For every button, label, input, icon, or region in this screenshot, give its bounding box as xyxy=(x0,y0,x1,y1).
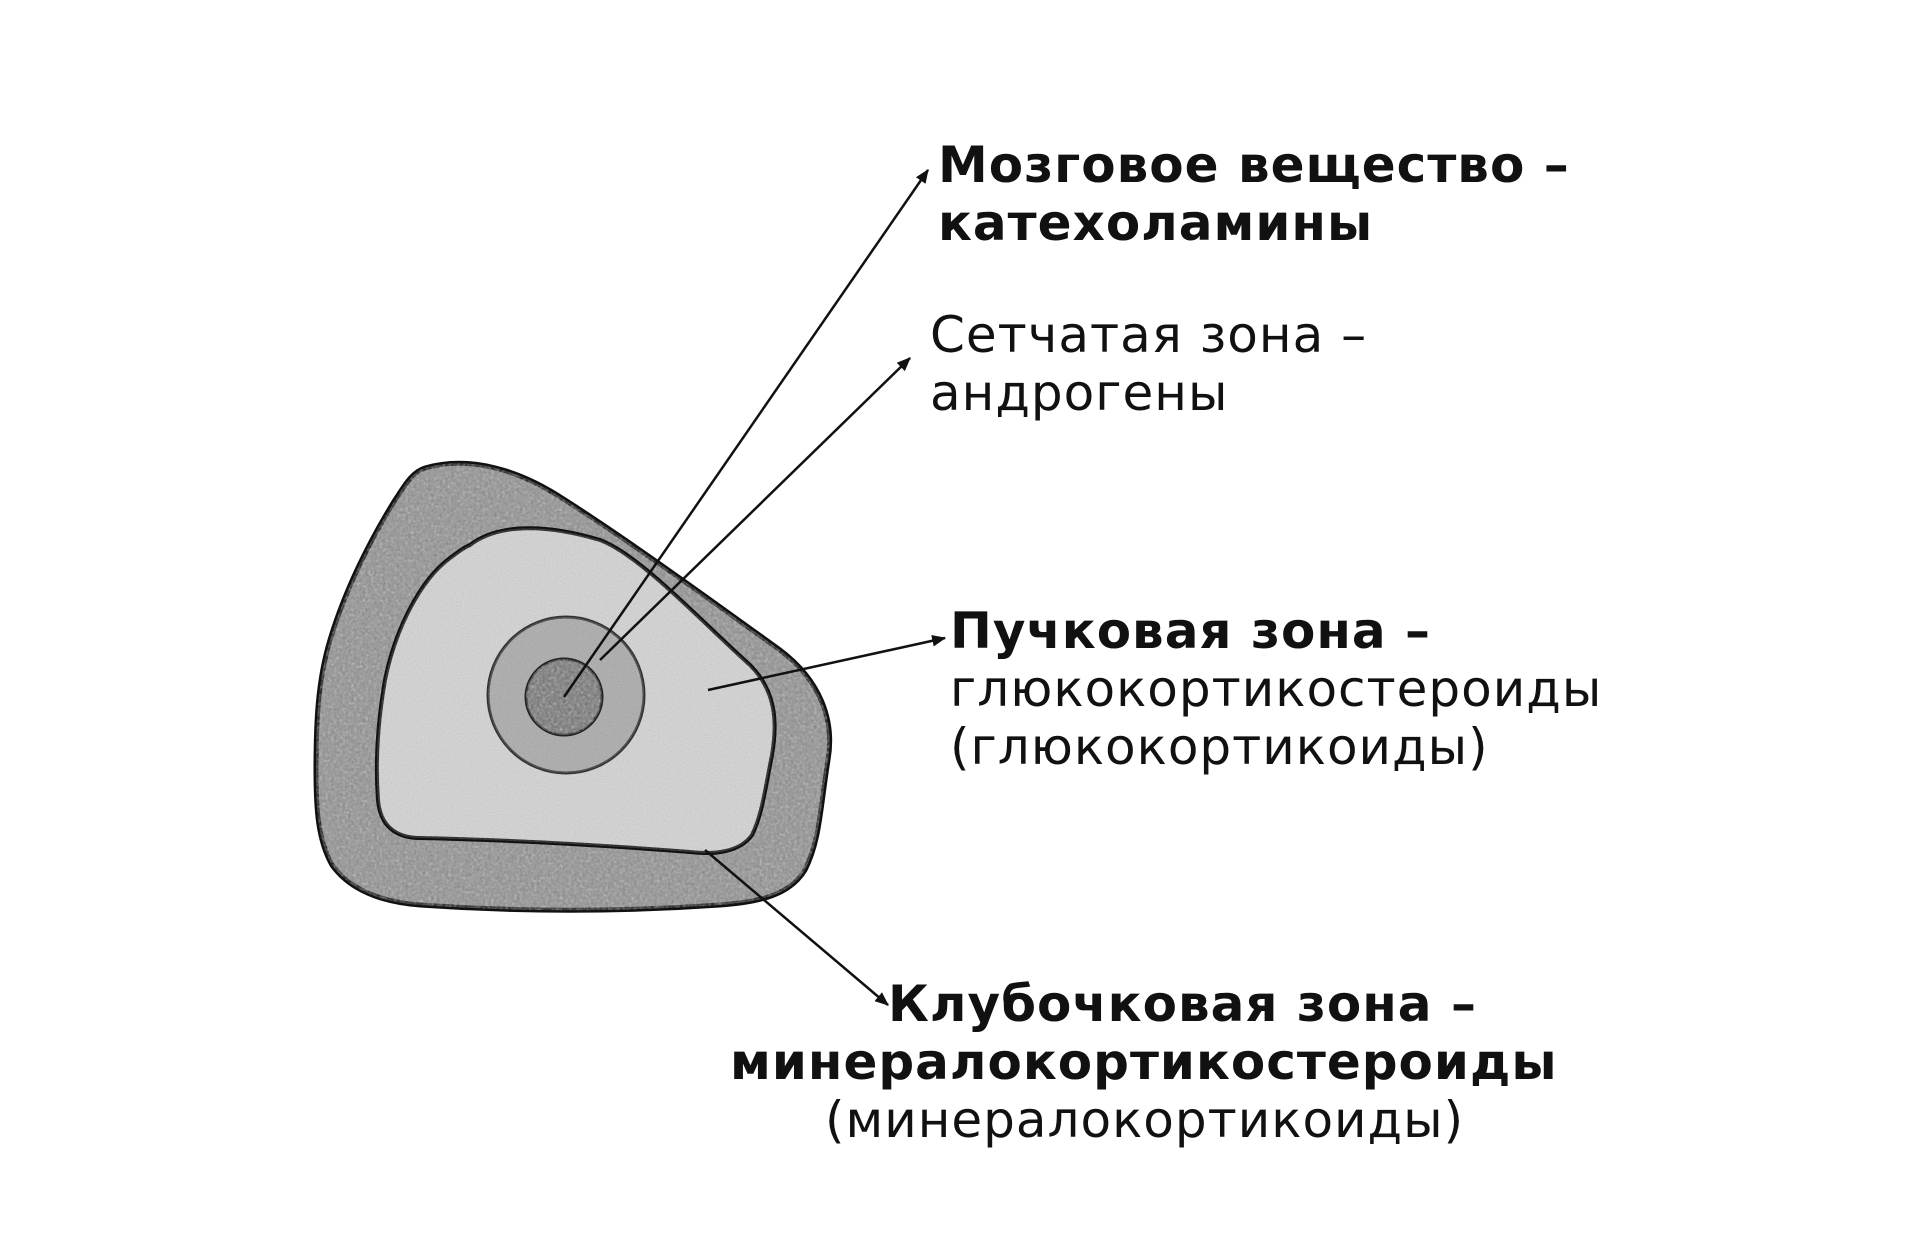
arrow-fasciculata xyxy=(707,635,947,692)
label-fasciculata: Пучковая зона – глюкокортикостероиды (гл… xyxy=(950,602,1602,776)
label-medulla-line1: Мозговое вещество – xyxy=(938,136,1570,194)
label-fasciculata-line2: глюкокортикостероиды xyxy=(950,660,1603,718)
label-glomerulosa-line2: минералокортикостероиды xyxy=(730,1033,1558,1091)
label-glomerulosa-line3: (минералокортикоиды) xyxy=(825,1091,1465,1149)
label-glomerulosa-line1: Клубочковая зона – xyxy=(888,975,1477,1033)
label-reticularis: Сетчатая зона – андрогены xyxy=(930,306,1367,422)
label-fasciculata-line3: (глюкокортикоиды) xyxy=(950,718,1489,776)
label-glomerulosa: Клубочковая зона – минералокортикостерои… xyxy=(730,975,1558,1149)
label-reticularis-line2: андрогены xyxy=(930,364,1229,422)
arrow-reticularis xyxy=(599,357,911,661)
arrow-glomerulosa xyxy=(704,849,889,1006)
arrow-medulla xyxy=(562,169,930,698)
label-medulla-line2: катехоламины xyxy=(938,194,1374,252)
label-reticularis-line1: Сетчатая зона – xyxy=(930,306,1368,364)
label-medulla: Мозговое вещество – катехоламины xyxy=(938,136,1570,252)
label-fasciculata-line1: Пучковая зона – xyxy=(950,602,1432,660)
